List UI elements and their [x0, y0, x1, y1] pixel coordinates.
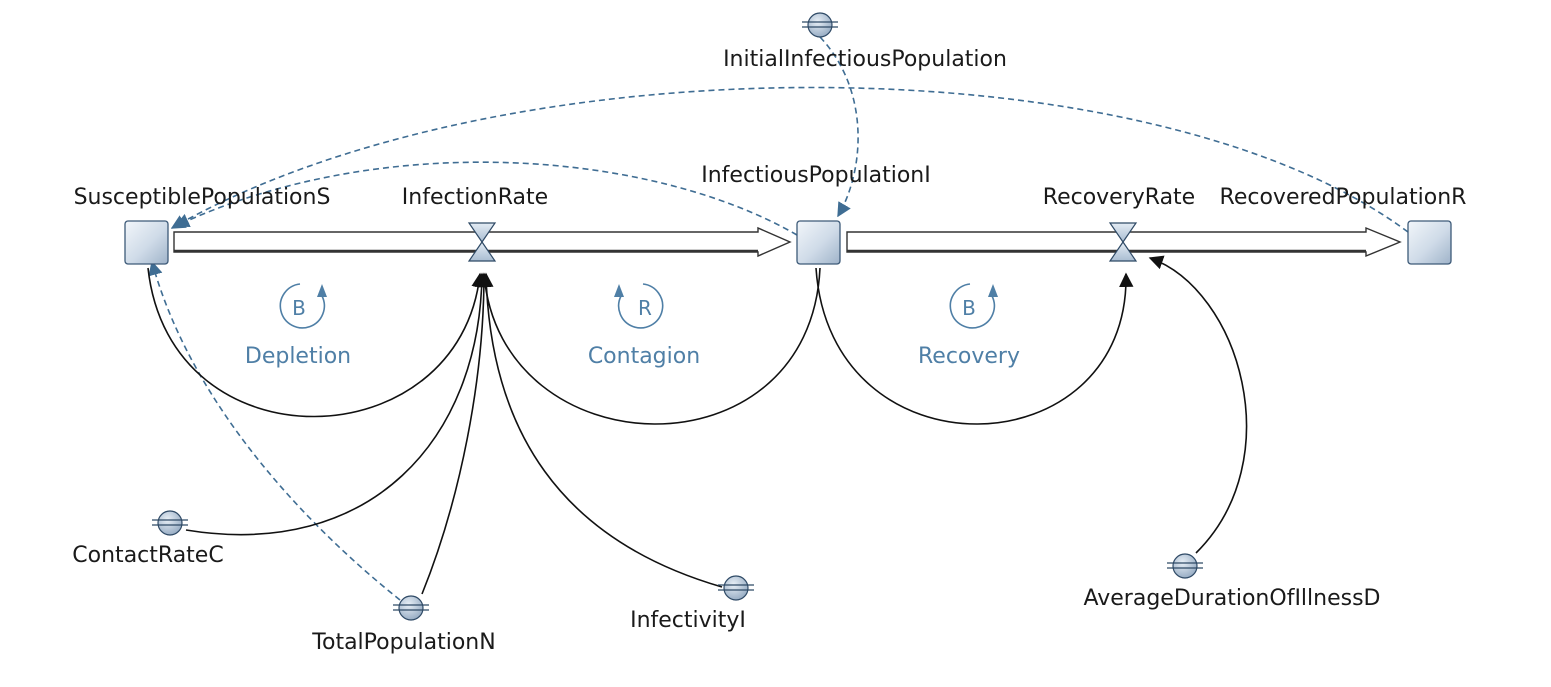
recovered-stock-label: RecoveredPopulationR: [1220, 185, 1467, 210]
contact-rate-label: ContactRateC: [72, 543, 223, 568]
depletion-loop-label: Depletion: [245, 344, 351, 369]
depletion-loop-polarity: B: [292, 296, 306, 320]
link-total-to-infection: [421, 272, 492, 595]
initial-infectious-label: InitialInfectiousPopulation: [723, 47, 1007, 72]
average-duration-param-icon[interactable]: [1167, 553, 1203, 579]
recovery-loop-label: Recovery: [918, 344, 1020, 369]
link-recovered-to-susceptible: [170, 86, 1409, 233]
link-infectivity-to-infection: [479, 272, 723, 588]
recovery-loop-marker: B Recovery: [918, 283, 1020, 369]
total-population-label: TotalPopulationN: [311, 630, 495, 655]
contagion-loop-polarity: R: [638, 296, 652, 320]
link-infectious-to-recovery: [815, 267, 1134, 425]
infection-valve-icon[interactable]: [467, 222, 497, 262]
recovered-stock[interactable]: [1407, 220, 1452, 265]
average-duration-label: AverageDurationOfIllnessD: [1083, 586, 1380, 611]
link-infectious-to-infection: [477, 267, 821, 425]
susceptible-stock[interactable]: [124, 220, 169, 265]
contact-rate-param-icon[interactable]: [152, 510, 188, 536]
recovery-rate-label: RecoveryRate: [1043, 185, 1195, 210]
susceptible-stock-label: SusceptiblePopulationS: [74, 185, 331, 210]
link-total-to-susceptible: [148, 260, 401, 601]
link-susceptible-to-infection: [147, 267, 486, 418]
infection-rate-label: InfectionRate: [402, 185, 548, 210]
link-duration-to-recovery: [1148, 255, 1248, 554]
contagion-loop-label: Contagion: [588, 344, 700, 369]
depletion-loop-marker: B Depletion: [245, 283, 351, 369]
infectious-stock-label: InfectiousPopulationI: [701, 163, 931, 188]
recovery-valve-icon[interactable]: [1108, 222, 1138, 262]
link-contact-to-infection: [185, 272, 490, 536]
contagion-loop-marker: R Contagion: [588, 283, 700, 369]
infectivity-param-icon[interactable]: [718, 575, 754, 601]
total-population-param-icon[interactable]: [393, 595, 429, 621]
recovery-loop-polarity: B: [962, 296, 976, 320]
initial-infectious-param-icon[interactable]: [802, 12, 838, 38]
infectious-stock[interactable]: [796, 220, 841, 265]
link-initial-to-infectious: [819, 36, 859, 218]
infectivity-label: InfectivityI: [630, 608, 746, 633]
link-infectious-to-susceptible: [174, 161, 798, 236]
